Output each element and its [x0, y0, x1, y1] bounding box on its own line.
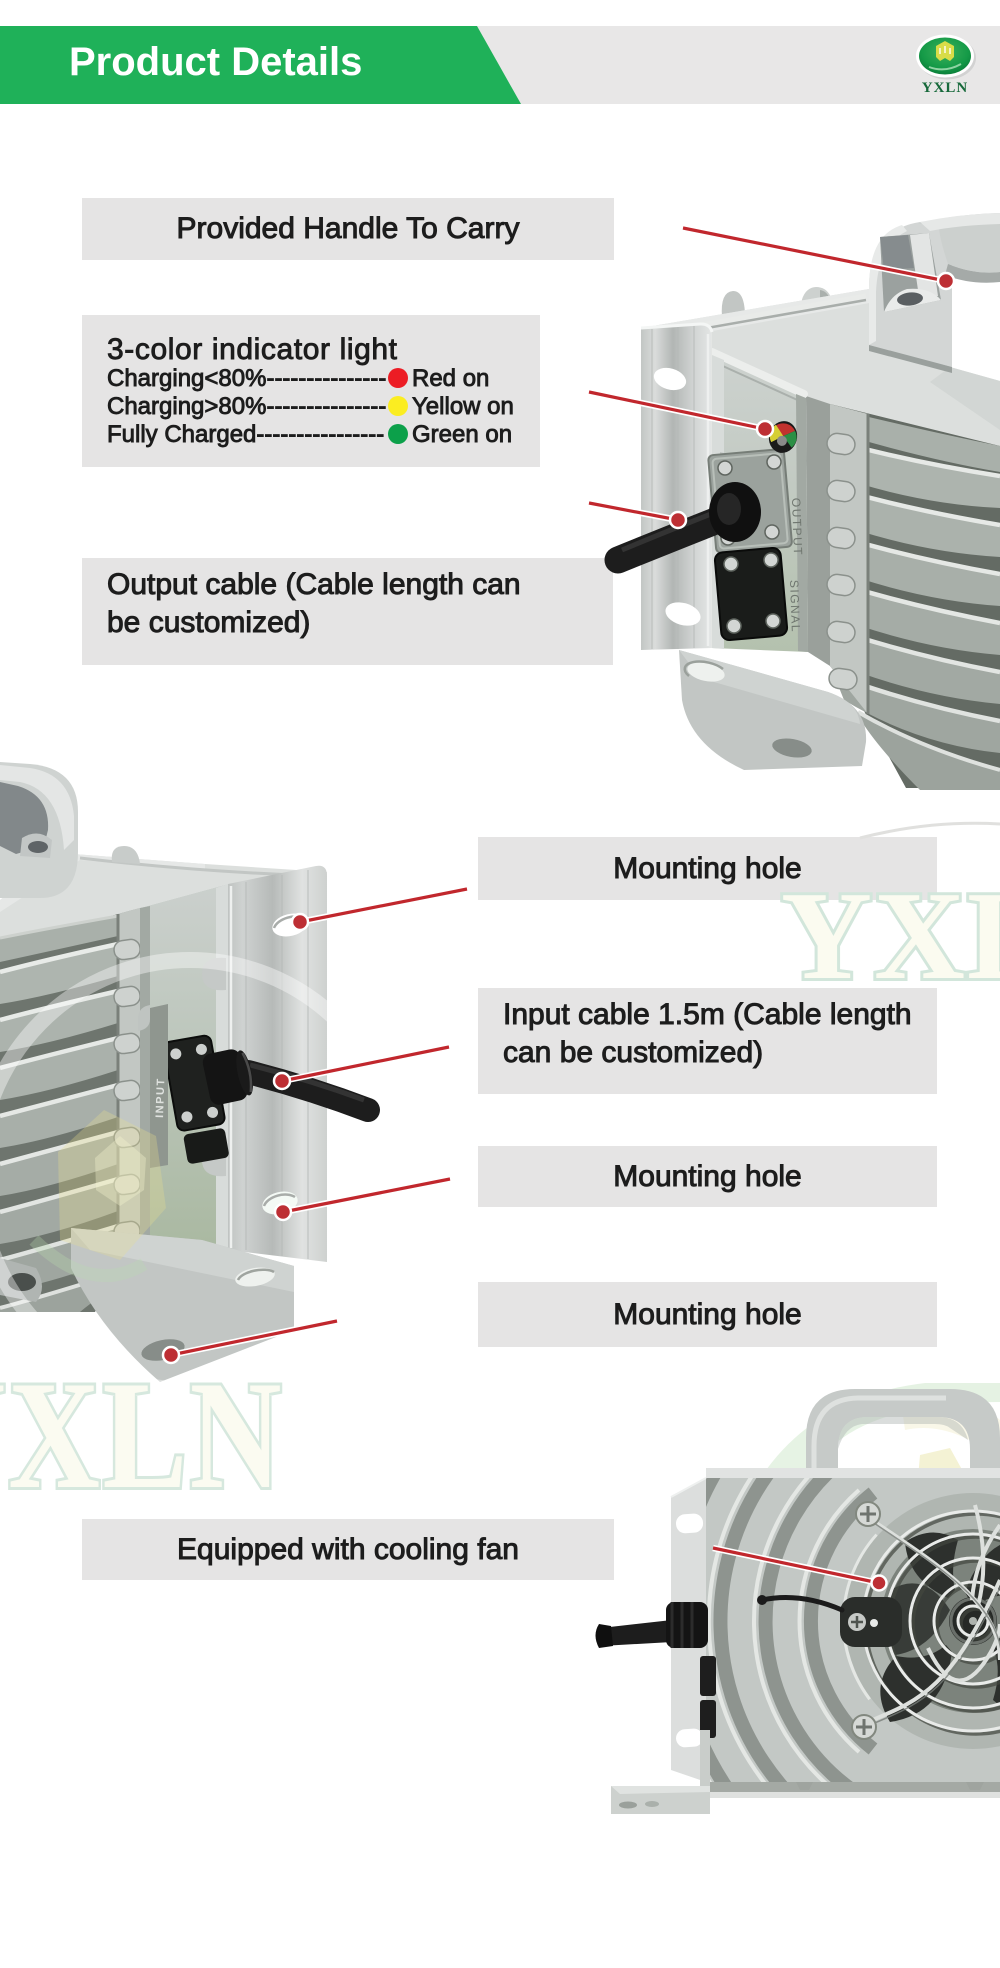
svg-text:OUTPUT: OUTPUT: [789, 498, 805, 557]
svg-text:YXLN: YXLN: [0, 1349, 284, 1521]
svg-text:SIGNAL: SIGNAL: [787, 580, 803, 633]
svg-text:INPUT: INPUT: [154, 1077, 167, 1118]
